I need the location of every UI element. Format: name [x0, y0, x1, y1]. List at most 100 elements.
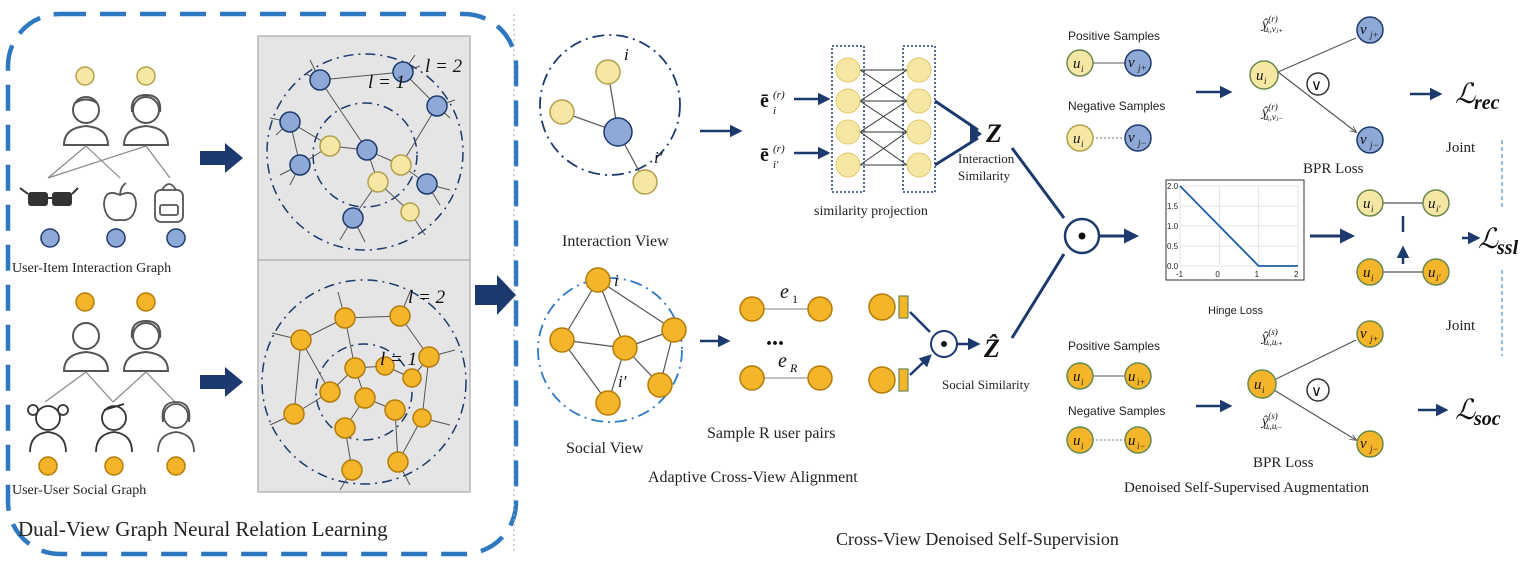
- svg-text:i′: i′: [1436, 204, 1442, 214]
- svg-text:i: i: [1264, 76, 1267, 86]
- svg-text:u: u: [1428, 196, 1436, 212]
- svg-text:soc: soc: [1473, 408, 1501, 430]
- hinge-y-tick: 0.0: [1167, 262, 1179, 271]
- svg-text:i+: i+: [1137, 377, 1146, 387]
- user-male-icon: [62, 96, 110, 146]
- hinge-y-tick: 2.0: [1167, 182, 1179, 191]
- svg-text:j−: j−: [1369, 444, 1379, 454]
- svg-text:...: ...: [766, 325, 784, 351]
- social-view: i i′: [537, 267, 687, 423]
- svg-text:ē: ē: [760, 144, 769, 166]
- svg-text:u: u: [1363, 196, 1371, 212]
- svg-text:i: i: [1081, 139, 1084, 149]
- svg-text:v: v: [1360, 436, 1367, 452]
- loss-ssl: ℒ ssl: [1478, 224, 1519, 259]
- interaction-layer-1-label: l = 1: [368, 72, 405, 93]
- arrow-to-social-panel: [200, 367, 243, 397]
- svg-text:rec: rec: [1474, 92, 1500, 114]
- interaction-view-node-i: i: [624, 45, 629, 64]
- svg-text:i−: i−: [1137, 441, 1146, 451]
- hinge-x-tick: 1: [1255, 270, 1260, 279]
- boy-icon: [95, 403, 133, 453]
- interaction-view: i i′: [539, 34, 681, 195]
- svg-text:j+: j+: [1137, 63, 1147, 73]
- social-users: [27, 292, 195, 476]
- bpr-block-top: u i ∨ v j+ v j− ŷ(r)uᵢ,vⱼ₊ ŷ(r)uᵢ,vⱼ₋: [1249, 14, 1384, 154]
- hinge-x-tick: 0: [1215, 270, 1220, 279]
- interaction-layer-2-label: l = 2: [425, 56, 463, 77]
- svg-text:v: v: [1360, 326, 1367, 342]
- positive-samples-label-top: Positive Samples: [1068, 29, 1160, 43]
- svg-text:u: u: [1128, 433, 1136, 449]
- hinge-y-tick: 1.5: [1167, 202, 1179, 211]
- svg-text:i: i: [1081, 441, 1084, 451]
- social-graph-panel: l = 2 l = 1: [257, 259, 471, 493]
- similarity-projection-label: similarity projection: [814, 204, 928, 219]
- svg-text:e: e: [778, 350, 787, 372]
- negative-pair-top: u i v j−: [1066, 124, 1152, 152]
- alignment-label: Adaptive Cross-View Alignment: [648, 469, 858, 486]
- alignment-dot-operator: [1063, 217, 1101, 255]
- svg-text:i: i: [1081, 64, 1084, 74]
- positive-pair-bottom: u i u i+: [1066, 362, 1152, 390]
- interaction-similarity-label-2: Similarity: [958, 168, 1011, 183]
- svg-text:j−: j−: [1369, 140, 1379, 150]
- bpr-block-bottom: u i ∨ v j+ v j− ŷ(s)uᵢ,uᵢ₊ ŷ(s)uᵢ,uᵢ₋: [1247, 320, 1384, 458]
- svg-text:ŷ(s)uᵢ,uᵢ₋: ŷ(s)uᵢ,uᵢ₋: [1260, 411, 1283, 431]
- svg-text:1: 1: [792, 292, 798, 306]
- negative-samples-label-bottom: Negative Samples: [1068, 404, 1165, 418]
- svg-text:R: R: [789, 361, 798, 375]
- social-layer-1-label: l = 1: [380, 349, 417, 370]
- svg-text:u: u: [1073, 131, 1081, 147]
- hinge-x-tick: -1: [1176, 270, 1184, 279]
- girl-icon: [27, 404, 69, 453]
- cross-view-title: Cross-View Denoised Self-Supervision: [836, 529, 1119, 549]
- negative-pair-bottom: u i u i−: [1066, 426, 1152, 454]
- svg-text:v: v: [1128, 55, 1135, 71]
- svg-text:u: u: [1073, 433, 1081, 449]
- sampled-user-pairs: e 1 ... e R: [739, 281, 833, 391]
- interaction-view-label: Interaction View: [562, 233, 669, 250]
- interaction-items: [19, 182, 186, 248]
- joint-label-top: Joint: [1446, 140, 1476, 156]
- positive-pair-top: u i v j+: [1066, 49, 1152, 77]
- similarity-projection-network: [831, 45, 936, 193]
- user-female-icon: [122, 93, 170, 146]
- svg-text:i: i: [773, 105, 776, 117]
- apple-icon: [103, 182, 137, 222]
- svg-text:ℒ: ℒ: [1478, 224, 1499, 255]
- interaction-view-node-i-prime: i′: [654, 148, 663, 167]
- svg-text:j+: j+: [1369, 30, 1379, 40]
- svg-text:u: u: [1254, 377, 1262, 393]
- social-dot-operator: [930, 330, 958, 358]
- sample-pairs-label: Sample R user pairs: [707, 425, 835, 442]
- svg-text:i′: i′: [1436, 273, 1442, 283]
- hinge-y-tick: 1.0: [1167, 222, 1179, 231]
- svg-text:u: u: [1256, 68, 1264, 84]
- svg-text:u: u: [1128, 369, 1136, 385]
- backpack-icon: [154, 183, 184, 223]
- svg-text:∨: ∨: [1311, 384, 1322, 400]
- svg-text:ē: ē: [760, 90, 769, 112]
- svg-text:ℒ: ℒ: [1455, 395, 1476, 426]
- svg-text:ssl: ssl: [1496, 237, 1519, 259]
- svg-text:ŷ(s)uᵢ,uᵢ₊: ŷ(s)uᵢ,uᵢ₊: [1260, 327, 1283, 347]
- arrow-to-cross-view: [475, 275, 516, 315]
- loss-soc: ℒ soc: [1455, 395, 1501, 430]
- augmentation-label: Denoised Self-Supervised Augmentation: [1124, 480, 1369, 496]
- z-hat-label: Ẑ: [983, 334, 1000, 363]
- social-view-node-i: i: [614, 271, 619, 290]
- social-view-label: Social View: [566, 440, 644, 457]
- ssl-pairs: u i u i′ u i u i′: [1356, 189, 1450, 286]
- loss-rec: ℒ rec: [1455, 79, 1500, 114]
- svg-text:i: i: [1081, 377, 1084, 387]
- dual-view-boundary: [5, 11, 519, 557]
- svg-text:i′: i′: [773, 159, 779, 171]
- svg-text:v: v: [1360, 132, 1367, 148]
- bpr-loss-label-top: BPR Loss: [1303, 161, 1364, 177]
- social-graph-label: User-User Social Graph: [12, 483, 146, 498]
- svg-text:(r): (r): [773, 89, 785, 101]
- interaction-graph-label: User-Item Interaction Graph: [12, 261, 171, 276]
- svg-text:u: u: [1073, 369, 1081, 385]
